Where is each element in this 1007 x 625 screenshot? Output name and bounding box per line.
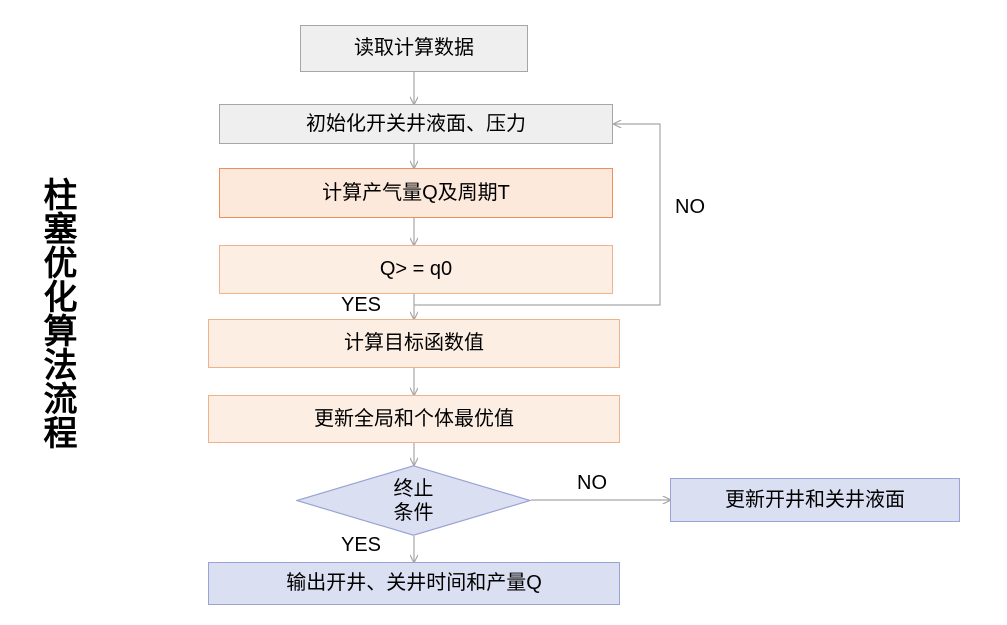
node-read-data[interactable]: 读取计算数据 xyxy=(300,25,528,72)
node-init-level[interactable]: 初始化开关井液面、压力 xyxy=(219,104,613,144)
node-output-result[interactable]: 输出开井、关井时间和产量Q xyxy=(208,562,620,605)
edge-label-compare-no: NO xyxy=(675,196,705,218)
node-compare-q[interactable]: Q> = q0 xyxy=(219,245,613,294)
node-update-levels[interactable]: 更新开井和关井液面 xyxy=(670,478,960,522)
edge-label-stop-no: NO xyxy=(577,472,607,494)
node-update-best[interactable]: 更新全局和个体最优值 xyxy=(208,395,620,443)
node-stop-condition[interactable]: 终止 条件 xyxy=(296,465,531,536)
diamond-shape xyxy=(296,465,531,536)
node-calc-objective[interactable]: 计算目标函数值 xyxy=(208,319,620,368)
node-calc-q-t[interactable]: 计算产气量Q及周期T xyxy=(219,168,613,218)
edge-label-compare-yes: YES xyxy=(341,294,382,316)
diagram-side-title: 柱塞优化算法流程 xyxy=(38,177,76,449)
edge-label-stop-yes: YES xyxy=(341,534,382,556)
